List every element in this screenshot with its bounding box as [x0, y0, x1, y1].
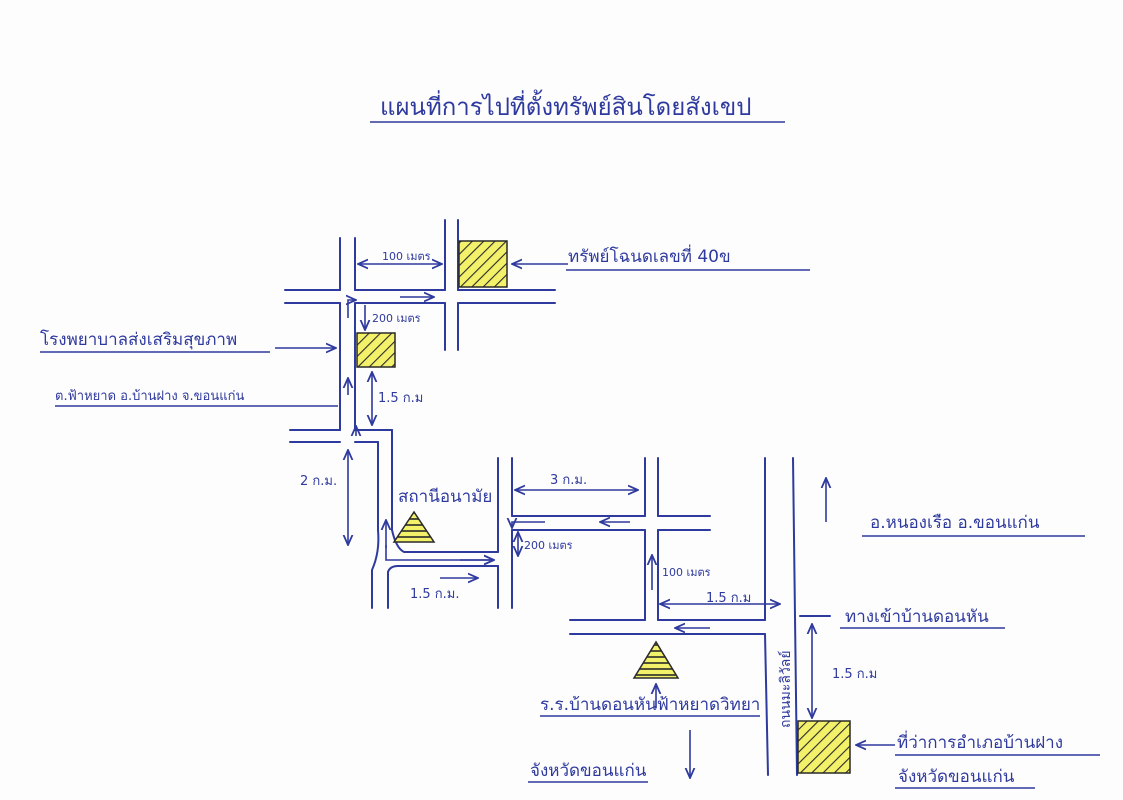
distance-1-5km-c: 1.5 ก.ม — [706, 591, 751, 606]
distance-2km-left: 2 ก.ม. — [300, 474, 337, 489]
distance-annotations: 100 เมตร 200 เมตร 1.5 ก.ม 2 ก.ม. 3 ก.ม. … — [300, 250, 877, 718]
distance-100m-top: 100 เมตร — [382, 250, 431, 263]
map-title: แผนที่การไปที่ตั้งทรัพย์สินโดยสังเขป — [380, 89, 751, 121]
route-arrows — [348, 297, 710, 628]
road-network — [284, 219, 798, 776]
north-destination-label: อ.หนองเรือ อ.ขอนแก่น — [870, 513, 1040, 533]
district-province-label: จังหวัดขอนแก่น — [898, 767, 1015, 787]
school-label: ร.ร.บ้านดอนหันฟ้าหยาดวิทยา — [540, 695, 760, 715]
distance-100m-mid: 100 เมตร — [662, 566, 711, 579]
property-label: ทรัพย์โฉนดเลขที่ 40ข — [568, 244, 731, 267]
school-icon — [632, 640, 680, 679]
distance-3km: 3 ก.ม. — [550, 473, 587, 488]
distance-1-5km-b: 1.5 ก.ม. — [410, 587, 460, 602]
hospital-address: ต.ฟ้าหยาด อ.บ้านฝาง จ.ขอนแก่น — [55, 389, 244, 404]
health-station-icon — [392, 510, 436, 543]
road-name-label: ถนนมะลิวัลย์ — [777, 650, 794, 728]
entrance-label: ทางเข้าบ้านดอนหัน — [845, 607, 989, 627]
distance-1-5km-d: 1.5 ก.ม — [832, 667, 877, 682]
hospital-label: โรงพยาบาลส่งเสริมสุขภาพ — [40, 329, 237, 350]
distance-200m-b: 200 เมตร — [524, 539, 573, 552]
health-station-label: สถานีอนามัย — [398, 487, 492, 507]
district-office-marker-icon — [797, 720, 851, 774]
distance-1-5km-a: 1.5 ก.ม — [378, 391, 423, 406]
hospital-marker-icon — [356, 332, 396, 368]
distance-200m-a: 200 เมตร — [372, 312, 421, 325]
south-destination-label: จังหวัดขอนแก่น — [530, 761, 647, 781]
property-marker-icon — [458, 240, 508, 288]
district-office-label: ที่ว่าการอำเภอบ้านฝาง — [897, 730, 1063, 753]
